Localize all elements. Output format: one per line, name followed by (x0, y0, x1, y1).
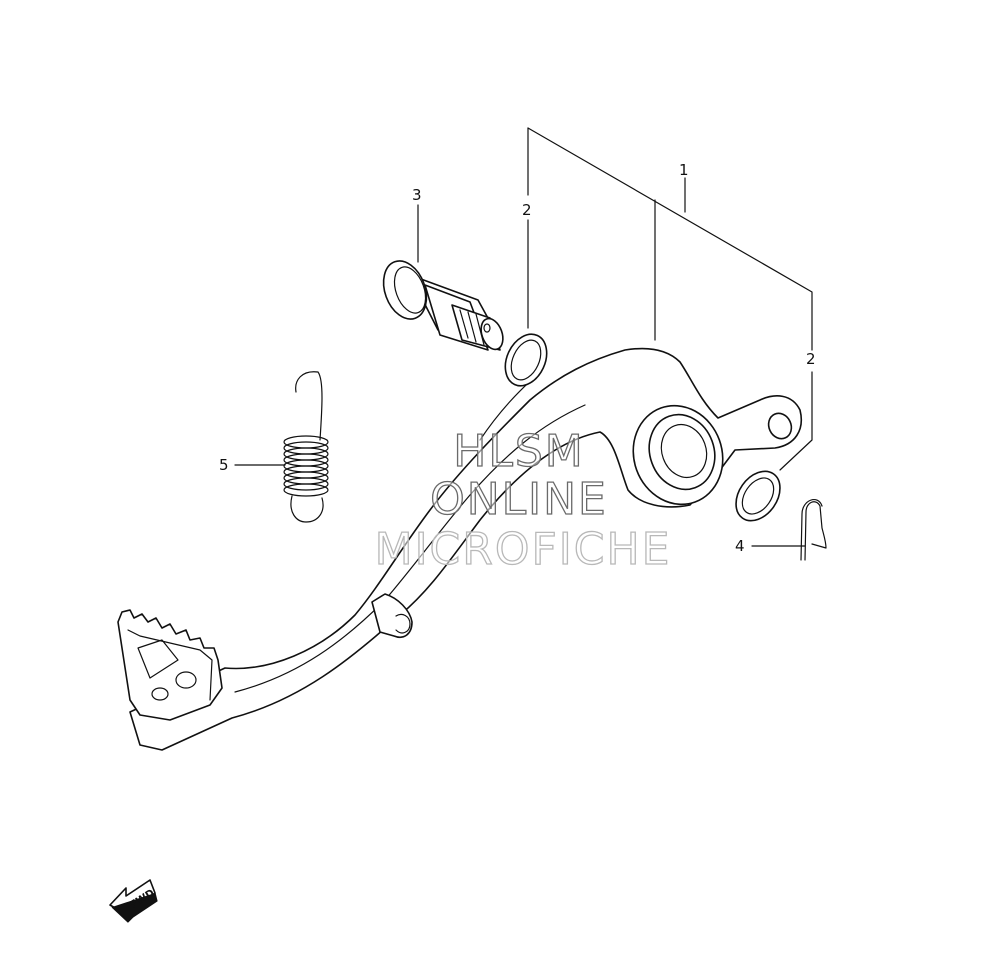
callout-2-right: 2 (806, 350, 816, 368)
cotter-clip (800, 498, 827, 561)
callout-1: 1 (679, 161, 689, 179)
callout-2-upper: 2 (522, 201, 532, 219)
callout-3: 3 (412, 186, 422, 204)
watermark-line-3: MICROFICHE (375, 524, 672, 575)
callout-5: 5 (219, 456, 229, 474)
watermark-line-2: ONLINE (430, 474, 608, 525)
washer-upper (504, 333, 548, 387)
return-spring (283, 371, 329, 523)
leader-lines (234, 127, 813, 547)
washer-lower (735, 470, 781, 522)
pivot-pin (382, 260, 504, 351)
watermark: HLSM ONLINE MICROFICHE (374, 425, 672, 575)
brake-pedal (117, 347, 802, 751)
callout-4: 4 (735, 537, 745, 555)
watermark-line-1: HLSM (453, 426, 585, 477)
forward-direction-marker: FWD (109, 879, 158, 923)
callout-labels: 1 2 2 3 4 5 (219, 161, 816, 555)
